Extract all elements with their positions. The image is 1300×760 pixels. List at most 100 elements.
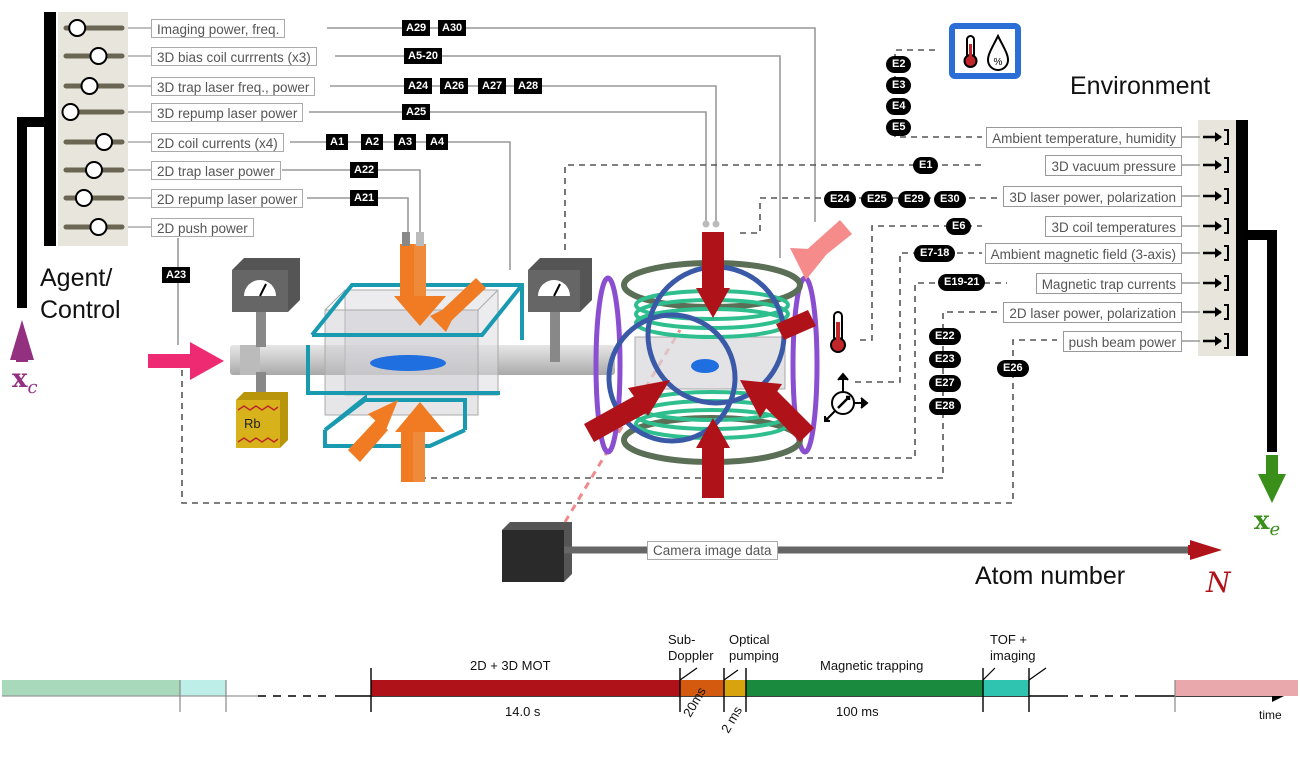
rb-source: [236, 392, 288, 448]
control-channel-tag: A24: [404, 78, 433, 94]
push-beam-head: [190, 342, 224, 380]
laser-3d-bottom-head: [696, 418, 730, 448]
control-channel-tag: A21: [350, 190, 379, 206]
laser-2d-top-a: [400, 244, 414, 296]
control-channel-tag: A23: [162, 267, 191, 283]
timeline-phase-label: 2D + 3D MOT: [470, 658, 551, 673]
environment-label: 3D coil temperatures: [1045, 216, 1182, 237]
environment-vector-symbol: xe: [1254, 506, 1281, 541]
environment-label: 3D vacuum pressure: [1045, 155, 1182, 176]
fiber-2d-b: [416, 232, 424, 246]
slider-knob[interactable]: [74, 189, 93, 207]
control-vector-symbol: xc: [12, 364, 38, 399]
slider-knob[interactable]: [89, 47, 108, 65]
timeline-segment: [724, 680, 746, 696]
atom-cloud-3d: [691, 359, 719, 373]
prev-cycle-mot: [2, 680, 180, 696]
atom-number-symbol: N: [1206, 566, 1231, 599]
control-channel-tag: A22: [350, 162, 379, 178]
sensor-port-bracket: [1224, 245, 1229, 261]
control-channel-tag: A28: [514, 78, 543, 94]
coil-2d-left: [306, 345, 500, 395]
environment-label: Magnetic trap currents: [1035, 273, 1182, 294]
pressure-gauge-2d: [232, 258, 300, 347]
control-label: Imaging power, freq.: [151, 19, 286, 38]
control-label: 2D push power: [151, 218, 254, 237]
sensor-channel-tag: E30: [934, 191, 966, 208]
sensor-channel-tag: E1: [913, 157, 939, 174]
mot-3d: [584, 220, 852, 498]
control-label: 3D bias coil currrents (x3): [151, 47, 317, 66]
timeline-phase-label: Sub- Doppler: [668, 632, 714, 663]
sensor-channel-tag: E6: [946, 218, 972, 235]
environment-label: Ambient magnetic field (3-axis): [984, 243, 1182, 264]
control-label: 2D repump laser power: [151, 189, 304, 208]
sensor-port-arrowhead: [1215, 307, 1222, 317]
control-label: 3D repump laser power: [151, 103, 304, 122]
fiber-3d-b: [712, 220, 720, 228]
sensor-wire-ambient: [894, 49, 982, 138]
sensor-port-arrowhead: [1215, 336, 1222, 346]
sensor-port-arrowhead: [1215, 248, 1222, 258]
rb-feed: [256, 372, 266, 400]
mot-coil-left: [606, 312, 738, 444]
laser-3d-diag-back: [776, 310, 816, 340]
slider-knob[interactable]: [68, 19, 87, 37]
push-beam: [148, 354, 192, 368]
camera-data-label: Camera image data: [647, 541, 778, 560]
laser-2d-diag-bottom-head: [368, 400, 398, 430]
segment-leader: [723, 669, 739, 681]
slider-knob[interactable]: [61, 103, 80, 121]
sensor-port-bracket: [1224, 157, 1229, 173]
slider-knob[interactable]: [89, 218, 108, 236]
wire-2d-repump: [307, 197, 409, 234]
slider-knob[interactable]: [85, 161, 103, 179]
humidity-percent: %: [994, 57, 1003, 68]
environment-label: Ambient temperature, humidity: [986, 127, 1182, 148]
wire-2d-trap: [282, 169, 421, 234]
control-input-bus: [17, 117, 46, 308]
control-channel-tag: A25: [402, 104, 431, 120]
timeline-phase-label: Optical pumping: [729, 632, 779, 663]
control-panel-backing: [58, 12, 128, 246]
segment-leader: [679, 667, 698, 681]
environment-output-arrowhead: [1258, 474, 1286, 503]
pipe-flange: [240, 345, 260, 375]
slider-knob[interactable]: [95, 133, 114, 151]
sensor-channel-tag: E28: [929, 398, 961, 415]
sensor-channel-tag: E4: [886, 98, 912, 115]
sensor-channel-tag: E3: [886, 77, 912, 94]
segment-leader: [982, 667, 996, 681]
camera: [502, 522, 572, 582]
fiber-2d-a: [402, 232, 410, 246]
sensor-channel-tag: E22: [929, 328, 961, 345]
laser-3d-top-head: [696, 288, 730, 318]
sensor-port-bracket: [1224, 304, 1229, 320]
timeline-duration: 14.0 s: [505, 704, 541, 719]
environment-panel-backing: [1198, 120, 1236, 356]
sensor-wire-2d-laser: [420, 311, 998, 479]
sensor-port-bracket: [1224, 129, 1229, 145]
wire-bias-coils: [335, 55, 781, 258]
control-label: 2D coil currents (x4): [151, 133, 284, 152]
environment-label: 3D laser power, polarization: [1003, 186, 1182, 207]
sensor-channel-tag: E29: [898, 191, 930, 208]
control-channel-tag: A27: [478, 78, 507, 94]
sensor-port-bracket: [1224, 275, 1229, 291]
control-input-arrow-stem: [16, 342, 28, 362]
result-arrow-stem: [1188, 545, 1196, 555]
wire-3d-repump: [309, 111, 707, 222]
control-channel-tag: A1: [326, 134, 349, 150]
laser-2d-bottom-head: [395, 402, 445, 432]
agent-title-line2: Control: [40, 296, 121, 324]
wire-imaging: [327, 27, 816, 222]
slider-knob[interactable]: [80, 77, 99, 95]
control-channel-tag: A30: [438, 20, 467, 36]
laser-2d-top-head: [394, 296, 446, 326]
control-label: 2D trap laser power: [151, 161, 281, 180]
environment-panel-bus: [1236, 120, 1248, 356]
segment-leader: [1028, 667, 1047, 681]
laser-3d-diag-left: [584, 394, 648, 442]
sensor-wire-ambient-field: [855, 252, 982, 383]
mot-2d: [148, 232, 615, 482]
